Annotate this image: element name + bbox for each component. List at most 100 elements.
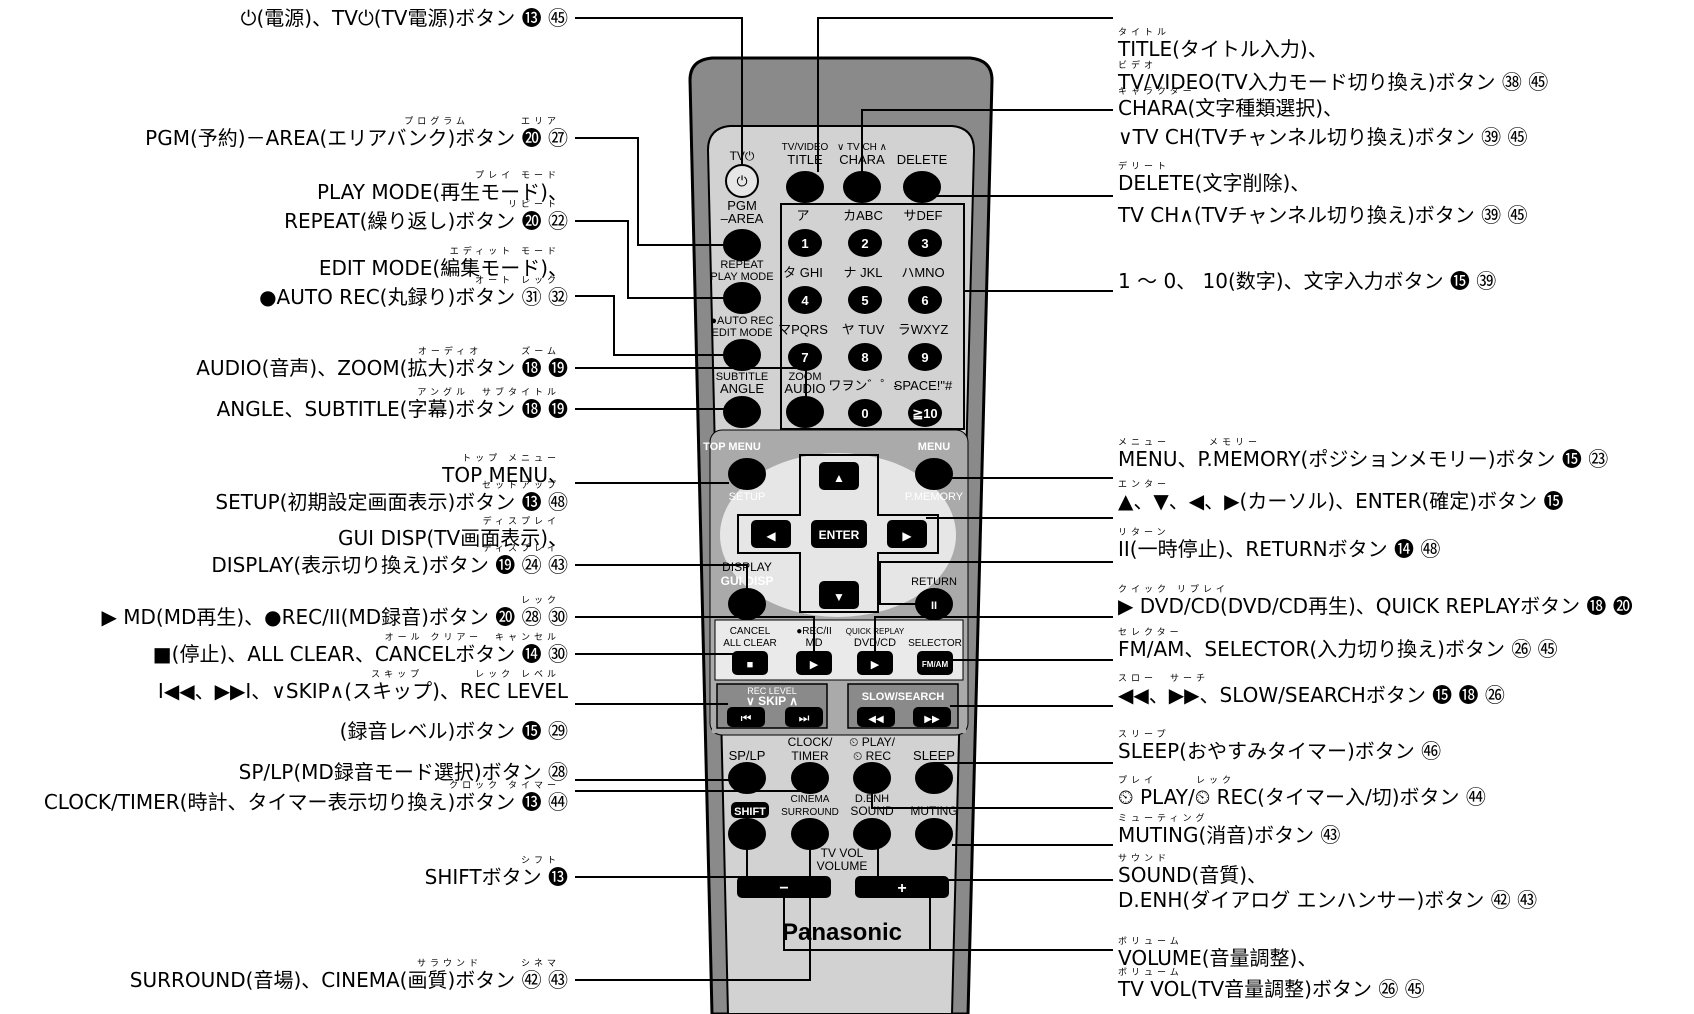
numpad-digit-1: 1	[801, 236, 808, 251]
numpad-digit-4: 4	[801, 293, 809, 308]
minus-icon: −	[779, 880, 788, 897]
delete-button[interactable]	[903, 171, 941, 203]
sp-lp-label: SP/LP	[729, 748, 766, 763]
numpad-kana-4: タ GHI	[783, 265, 823, 280]
volume-up-button[interactable]	[855, 876, 949, 898]
numpad-key-1[interactable]	[788, 229, 822, 257]
right-button[interactable]	[887, 520, 927, 548]
numpad-key-2[interactable]	[848, 229, 882, 257]
muting-button[interactable]	[915, 818, 953, 850]
clock-timer-button[interactable]	[791, 762, 829, 794]
edit-mode-button[interactable]	[723, 339, 761, 371]
skip-fwd-button[interactable]	[785, 707, 823, 727]
left-callout-text: GUI DISP(TV画面表示)、	[338, 526, 568, 550]
pmemory-label: P.MEMORY	[905, 491, 964, 503]
left-callout-text: REPEAT(繰り返し)ボタン ⓴ ㉒	[284, 209, 568, 233]
left-callout-ruby: エディット モード	[449, 247, 560, 257]
down-button[interactable]	[819, 581, 859, 609]
right-callout-ruby: タイトル	[1118, 28, 1171, 38]
title-button[interactable]	[786, 171, 824, 203]
delete-label: DELETE	[897, 152, 948, 167]
numpad-key-4[interactable]	[788, 286, 822, 314]
audio-zoom-button[interactable]	[786, 396, 824, 428]
leader-dvd	[874, 616, 1113, 652]
numpad-key-3[interactable]	[908, 229, 942, 257]
numpad-digit-2: 2	[861, 236, 868, 251]
ffwd-icon: ▶▶	[924, 714, 940, 725]
left-button[interactable]	[751, 520, 791, 548]
angle-button[interactable]	[723, 396, 761, 428]
surround-button[interactable]	[791, 818, 829, 850]
right-callout-ruby: スロー サーチ	[1118, 674, 1210, 684]
right-callout-text: SOUND(音質)、	[1118, 863, 1268, 887]
menu-label: MENU	[918, 441, 950, 453]
sleep-button[interactable]	[915, 762, 953, 794]
numpad-key-5[interactable]	[848, 286, 882, 314]
left-callout-ruby: プレイ モード	[475, 171, 560, 181]
display-button[interactable]	[728, 588, 766, 620]
numpad-digit-5: 5	[861, 293, 868, 308]
left-callout-text: SETUP(初期設定画面表示)ボタン ⓭ ㊽	[215, 490, 568, 514]
md-play-icon: ▶	[810, 659, 819, 671]
shift-label-box[interactable]	[731, 802, 769, 818]
play-mode-label: PLAY MODE	[710, 271, 773, 283]
up-button[interactable]	[819, 462, 859, 490]
numpad-key-≧10[interactable]	[908, 399, 942, 427]
sound-button[interactable]	[853, 818, 891, 850]
stop-button[interactable]	[732, 651, 768, 675]
leader-title	[817, 17, 1113, 172]
right-callout-text: ▶ DVD/CD(DVD/CD再生)、QUICK REPLAYボタン ⓲ ⓴	[1118, 594, 1633, 618]
numpad-key-0[interactable]	[848, 399, 882, 427]
up-arrow-icon: ▲	[833, 471, 845, 485]
ffwd-button[interactable]	[913, 707, 951, 727]
left-callout-text: ■(停止)、ALL CLEAR、CANCELボタン ⓮ ㉚	[152, 642, 568, 666]
numpad-key-8[interactable]	[848, 343, 882, 371]
play-timer-label: ⏲ PLAY/	[849, 735, 895, 749]
numpad-digit-≧10: ≧10	[912, 406, 937, 421]
left-callout-text: ●AUTO REC(丸録り)ボタン ㉛ ㉜	[259, 285, 568, 309]
skip-label: ∨ SKIP ∧	[746, 694, 798, 708]
fm-am-button[interactable]	[917, 651, 953, 675]
down-arrow-icon: ▼	[833, 590, 845, 604]
return-label: RETURN	[911, 576, 957, 588]
chara-button[interactable]	[843, 171, 881, 203]
sp-lp-button[interactable]	[728, 762, 766, 794]
auto-rec-label: ●AUTO REC	[710, 315, 773, 327]
selector-label: SELECTOR	[908, 638, 962, 649]
numpad-kana-7: マPQRS	[778, 322, 828, 337]
left-callout-text: ▶ MD(MD再生)、●REC/II(MD録音)ボタン ⓴ ㉘ ㉚	[101, 605, 568, 629]
numpad-digit-0: 0	[861, 406, 868, 421]
leader-audio	[575, 367, 807, 398]
subtitle-label: SUBTITLE	[716, 371, 769, 383]
volume-label: VOLUME	[817, 859, 868, 873]
left-callout-ruby: サラウンド シネマ	[416, 959, 560, 969]
pgm-label: PGM	[727, 198, 757, 213]
right-callout-text: ⏲ PLAY/⏲ REC(タイマー入/切)ボタン ㊹	[1118, 785, 1486, 809]
play-mode-button[interactable]	[723, 282, 761, 314]
numpad-key-9[interactable]	[908, 343, 942, 371]
right-callout-ruby: セレクター	[1118, 628, 1183, 638]
right-callout-ruby: クイック リプレイ	[1118, 585, 1229, 595]
enter-button[interactable]	[811, 520, 867, 548]
top-menu-button[interactable]	[728, 458, 766, 490]
fm-am-label: FM/AM	[922, 660, 949, 669]
menu-button[interactable]	[915, 458, 953, 490]
right-callout-text: VOLUME(音量調整)、	[1118, 946, 1318, 970]
left-callout-ruby: スキップ レック レベル	[371, 670, 560, 680]
left-callout-ruby: トップ メニュー	[462, 454, 560, 464]
right-callout-text: CHARA(文字種類選択)、	[1118, 96, 1344, 120]
right-callout-ruby: プレイ レック	[1118, 776, 1236, 786]
pgm-area-button[interactable]	[723, 229, 761, 261]
leader-sound	[877, 849, 1113, 881]
numpad-key-7[interactable]	[788, 343, 822, 371]
play-rec-timer-button[interactable]	[853, 762, 891, 794]
rewind-button[interactable]	[857, 707, 895, 727]
right-callout-ruby: デリート	[1118, 162, 1171, 172]
shift-button[interactable]	[728, 818, 766, 850]
skip-back-button[interactable]	[727, 707, 765, 727]
numpad-key-6[interactable]	[908, 286, 942, 314]
rec-level-label: REC LEVEL	[747, 686, 797, 696]
left-callout-ruby: オーディオ ズーム	[417, 347, 560, 357]
dvd-play-icon: ▶	[871, 659, 880, 671]
numpad-kana-6: ハMNO	[901, 265, 944, 280]
